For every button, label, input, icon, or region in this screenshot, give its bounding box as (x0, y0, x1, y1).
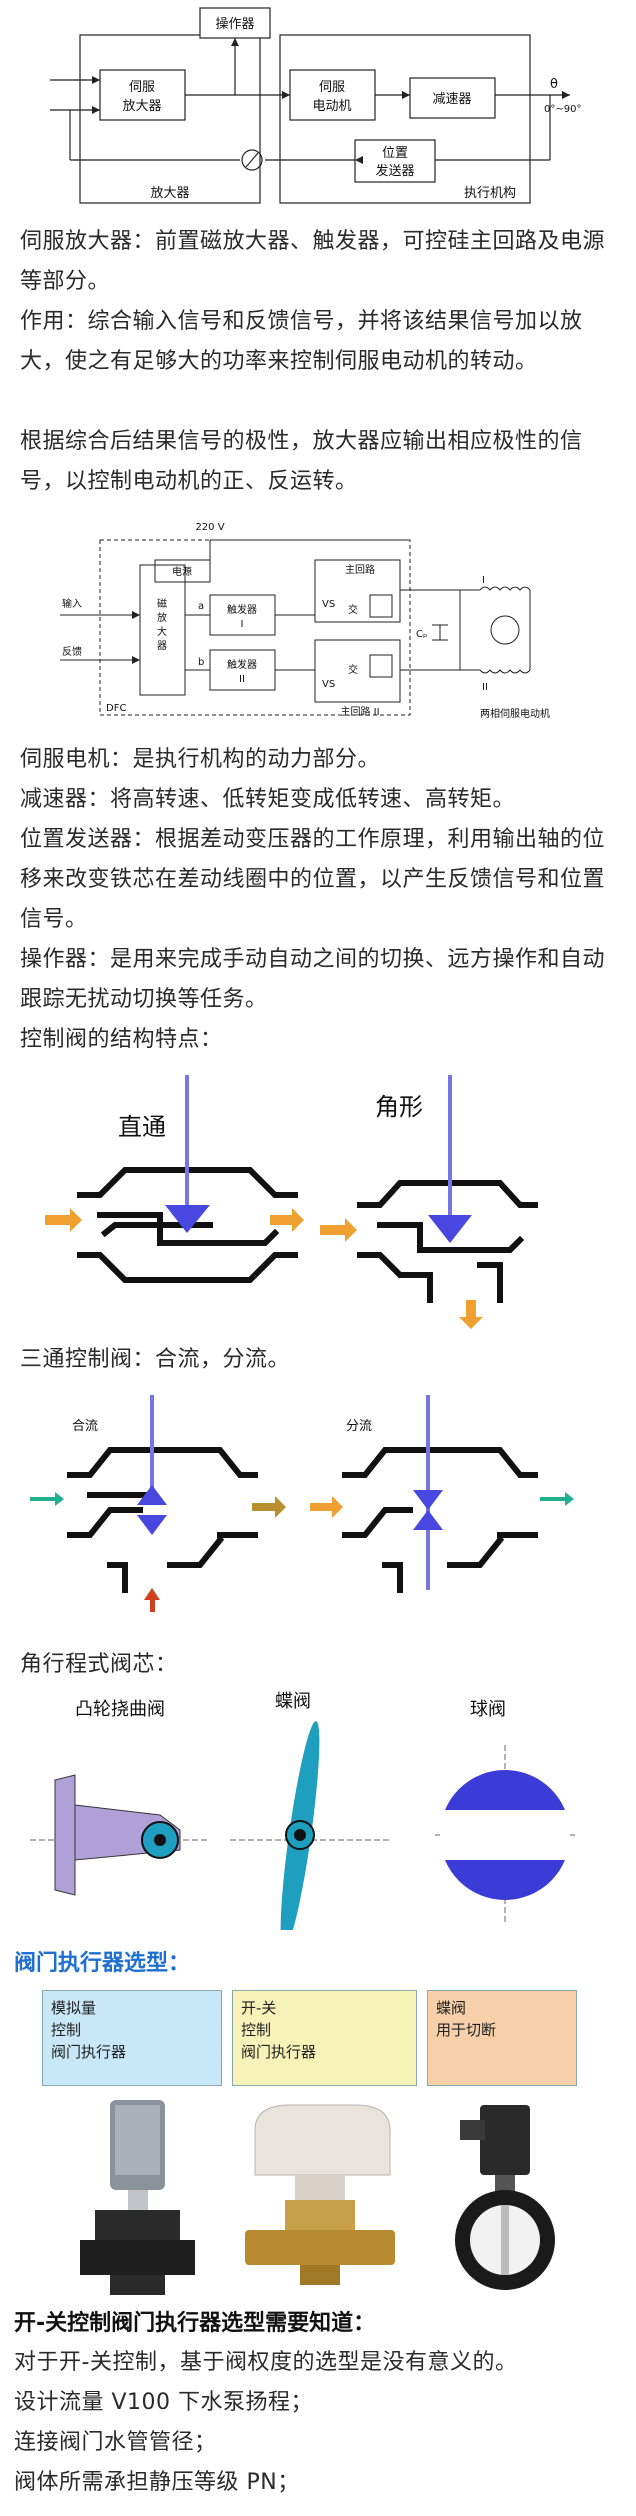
voltage-label: 220 V (195, 522, 224, 533)
coil-two-label: II (482, 682, 488, 693)
reducer-text: 减速器：将高转速、低转矩变成低转速、高转矩。 (20, 787, 516, 812)
onoff-line-3: 阀门执行器 (241, 2043, 317, 2061)
onoff-actuator-box: 开-关 控制 阀门执行器 (232, 1990, 417, 2086)
onoff-heading: 开-关控制阀门执行器选型需要知道： (14, 2311, 376, 2336)
cp-label: Cₚ (416, 629, 427, 640)
butterfly-line-1: 蝶阀 (436, 1999, 467, 2017)
straight-valve-title: 直通 (118, 1113, 166, 1141)
operator-text: 操作器：是用来完成手动自动之间的切换、远方操作和自动跟踪无扰动切换等任务。 (20, 947, 606, 1012)
analog-line-3: 阀门执行器 (51, 2043, 127, 2061)
butterfly-valve-label: 蝶阀 (275, 1691, 311, 1712)
mag-amp-2: 放 (157, 611, 167, 624)
mag-amp-4: 器 (157, 640, 167, 652)
butterfly-actuator-box: 蝶阀 用于切断 (427, 1990, 577, 2086)
ball-valve-label: 球阀 (470, 1699, 506, 1720)
b-label: b (198, 657, 204, 668)
actuator-products-illustration (80, 2100, 555, 2295)
ac-label-1: 交 (348, 603, 358, 616)
vs-label-1: VS (322, 599, 335, 610)
dfc-label: DFC (106, 703, 126, 714)
ac-label-2: 交 (348, 663, 358, 676)
position-tx-label-2: 发送器 (375, 163, 414, 179)
input-label: 输入 (62, 597, 82, 610)
servo-motor-label-1: 伺服 (319, 80, 345, 95)
mag-amp-3: 大 (157, 625, 167, 638)
trigger2-label: 触发器 (227, 658, 257, 671)
theta-label: θ (550, 77, 558, 92)
servo-motor-label-2: 电动机 (312, 99, 351, 114)
power-label: 电源 (172, 565, 192, 578)
analog-line-1: 模拟量 (51, 1999, 97, 2017)
onoff-text-3: 连接阀门水管管径； (14, 2430, 217, 2455)
servo-amp-label-2: 放大器 (122, 99, 161, 114)
onoff-text-1: 对于开-关控制，基于阀权度的选型是没有意义的。 (14, 2350, 518, 2375)
motor-label: 两相伺服电动机 (480, 707, 550, 720)
merge-label: 合流 (72, 1419, 98, 1434)
angular-valve-diagram: 凸轮挠曲阀 蝶阀 球阀 (30, 1691, 575, 1930)
position-tx-label-1: 位置 (382, 146, 408, 161)
reducer-label: 减速器 (432, 92, 471, 107)
trigger2-num: II (239, 674, 245, 685)
vs-label-2: VS (322, 679, 335, 690)
actuator-label: 执行机构 (464, 186, 516, 201)
angle-valve-title: 角形 (375, 1093, 423, 1121)
onoff-text-2: 设计流量 V100 下水泵扬程； (14, 2390, 314, 2415)
onoff-line-1: 开-关 (241, 1999, 277, 2017)
main-circuit2-label: 主回路 II (340, 705, 379, 718)
servo-amp-label-1: 伺服 (129, 80, 155, 95)
function-text: 作用：综合输入信号和反馈信号，并将该结果信号加以放大，使之有足够大的功率来控制伺… (20, 309, 583, 374)
amplifier-label: 放大器 (150, 186, 189, 201)
coil-one-label: I (482, 575, 485, 586)
position-tx-text: 位置发送器：根据差动变压器的工作原理，利用输出轴的位移来改变铁芯在差动线圈中的位… (20, 827, 606, 932)
analog-actuator-box: 模拟量 控制 阀门执行器 (42, 1990, 222, 2086)
onoff-text-4: 阀体所需承担静压等级 PN； (14, 2470, 300, 2495)
analog-actuator-image (80, 2100, 195, 2295)
servo-motor-text: 伺服电机：是执行机构的动力部分。 (20, 747, 381, 772)
feedback-label: 反馈 (62, 645, 82, 658)
onoff-line-2: 控制 (241, 2021, 272, 2039)
operator-label: 操作器 (215, 16, 254, 32)
valve-types-diagram: 直通 角形 (45, 1075, 538, 1329)
butterfly-valve-image (455, 2105, 555, 2290)
a-label: a (198, 601, 204, 612)
selection-heading: 阀门执行器选型： (14, 1951, 191, 1976)
main-circuit-label: 主回路 (345, 563, 375, 576)
amplifier-circuit-diagram: 220 V 电源 输入 反馈 磁 放 大 器 触发器 I 触发器 II 主回路 … (60, 522, 550, 720)
three-way-valve-diagram: 合流 分流 (30, 1395, 574, 1612)
butterfly-line-2: 用于切断 (436, 2021, 497, 2039)
split-label: 分流 (346, 1419, 372, 1434)
angular-valve-text: 角行程式阀芯： (20, 1652, 178, 1677)
trigger1-num: I (241, 619, 244, 630)
onoff-actuator-image (245, 2104, 395, 2285)
servo-amp-text: 伺服放大器：前置磁放大器、触发器，可控硅主回路及电源等部分。 (20, 229, 606, 294)
range-label: 0°~90° (544, 104, 581, 115)
servo-block-diagram: 操作器 伺服 放大器 伺服 电动机 减速器 位置 发送器 放大器 执行机构 θ … (50, 7, 581, 204)
polarity-text: 根据综合后结果信号的极性，放大器应输出相应极性的信号，以控制电动机的正、反运转。 (20, 429, 583, 494)
cam-valve-label: 凸轮挠曲阀 (75, 1699, 165, 1720)
trigger1-label: 触发器 (227, 603, 257, 616)
three-way-text: 三通控制阀：合流，分流。 (20, 1347, 291, 1372)
valve-structure-text: 控制阀的结构特点： (20, 1027, 223, 1052)
analog-line-2: 控制 (51, 2021, 82, 2039)
mag-amp-1: 磁 (157, 597, 167, 610)
